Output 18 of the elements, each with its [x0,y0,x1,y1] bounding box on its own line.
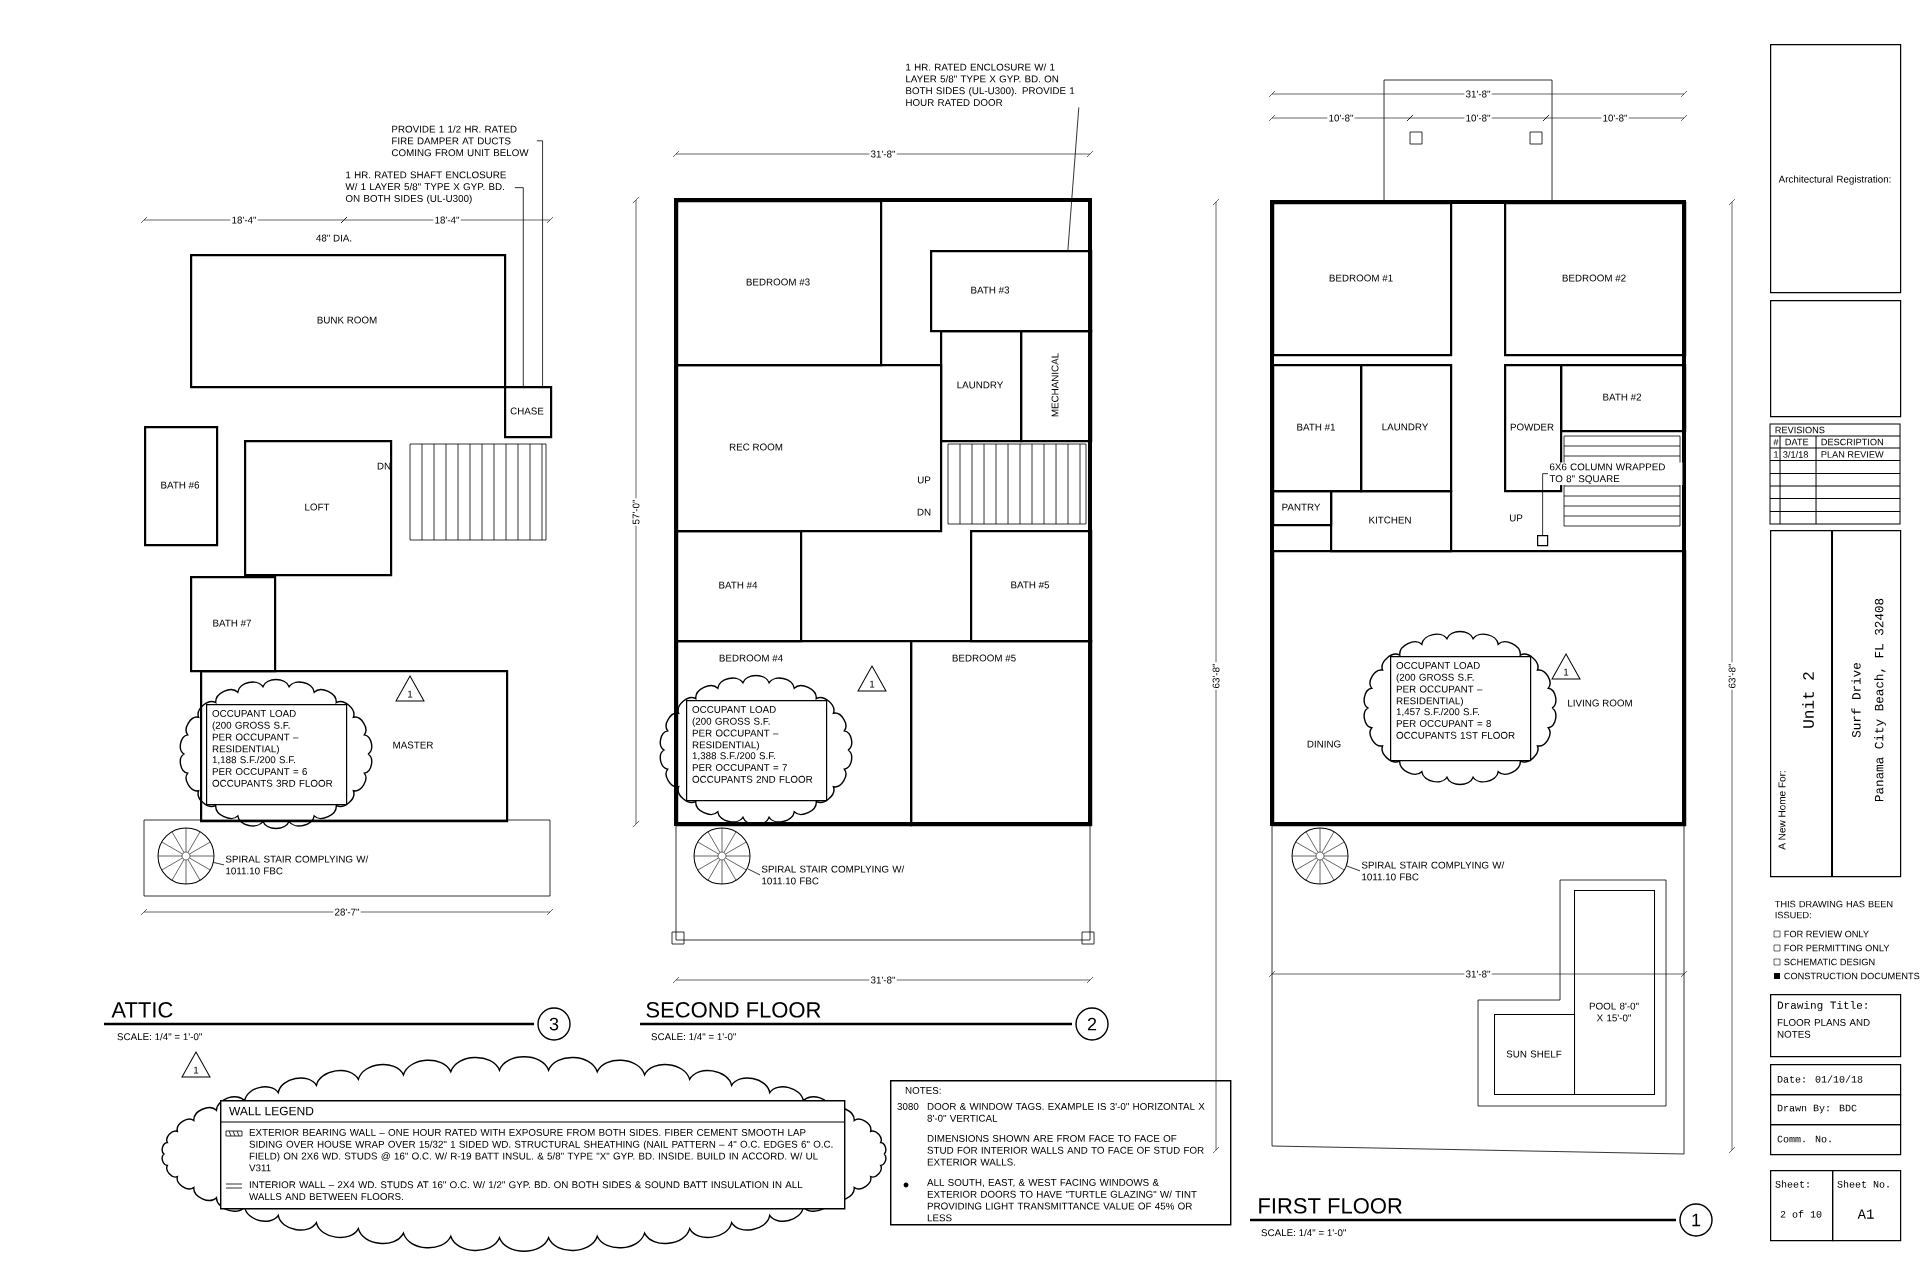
column [1537,535,1549,547]
leader-line [514,187,524,387]
view-title: FIRST FLOOR [1259,1198,1402,1214]
view-title: ATTIC [111,1002,173,1018]
leader-line [213,862,225,866]
leader-line [1067,107,1080,251]
leader-line [1542,473,1549,536]
leader-line [1346,865,1361,872]
spiral-stair [1291,827,1349,885]
seal-box [1770,300,1902,418]
view-number: 1 [1679,1203,1713,1237]
spiral-stair [157,827,215,885]
leader-line [536,140,543,387]
view-title: SECOND FLOOR [646,1002,821,1018]
view-number: 2 [1075,1007,1109,1041]
view-number: 3 [537,1007,571,1041]
spiral-stair [693,827,751,885]
leader-line [747,868,761,876]
